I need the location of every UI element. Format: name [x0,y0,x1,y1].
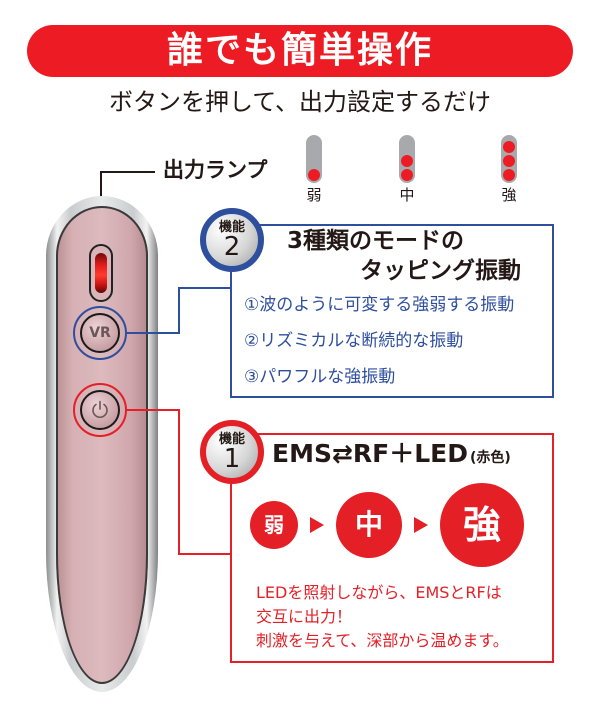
level-step-weak: 弱 [250,501,298,549]
lamp-indicator-weak [306,135,322,183]
feature2-mode-item: ③パワフルな強振動 [244,367,396,387]
power-connector-h2 [178,553,232,555]
power-highlight-ring [73,383,127,437]
output-lamp-label: 出力ランプ [163,158,268,182]
lamp-indicator-medium [399,135,415,183]
lamp-dot [401,155,413,167]
power-icon [92,400,108,418]
feature2-box [230,224,554,398]
arrow-right-icon [414,517,428,533]
feature1-title-sub: (赤色) [470,450,511,466]
feature2-badge-number: 2 [223,231,241,262]
feature1-description-line: 交互に出力！ [256,607,353,626]
lamp-dot [503,155,515,167]
device-lamp-light [95,253,107,293]
feature1-badge-label: 機能 [218,431,245,447]
vr-connector-h1 [127,332,180,334]
lamp-label-medium: 中 [399,186,415,204]
lamp-dot [401,169,413,181]
lamp-dot [503,169,515,181]
lamp-dot [308,169,320,181]
lamp-indicator-strong [501,135,517,183]
arrow-right-icon [310,517,324,533]
subtitle: ボタンを押して、出力設定するだけ [108,88,492,116]
feature1-description-line: LEDを照射しながら、EMSとRFは [256,583,502,602]
feature2-badge: 機能 2 [200,208,264,272]
lamp-leader-line-h [100,171,155,173]
banner-title: 誰でも簡単操作 [166,30,433,71]
vr-connector-v [178,287,180,334]
feature1-description-line: 刺激を与えて、深部から温めます。 [256,631,509,650]
vr-connector-h2 [178,287,232,289]
feature2-mode-item: ②リズミカルな断続的な振動 [244,331,464,351]
power-button[interactable] [80,390,120,430]
feature1-badge-number: 1 [223,443,241,474]
power-connector-h1 [127,409,180,411]
feature1-title-main: EMS⇄RF＋LED [272,439,468,468]
lamp-dot [503,141,515,153]
power-connector-v [178,409,180,555]
feature2-badge-label: 機能 [218,219,245,235]
vr-button[interactable]: VR [80,313,120,353]
feature2-title-line2: タッピング振動 [360,258,521,284]
title-banner: 誰でも簡単操作 [27,25,573,77]
level-step-strong: 強 [440,483,524,567]
lamp-label-strong: 強 [501,186,517,204]
feature1-badge: 機能 1 [200,420,264,484]
level-step-medium: 中 [336,492,402,558]
feature1-title: EMS⇄RF＋LED (赤色) [272,441,511,466]
vr-button-label: VR [89,325,111,341]
feature2-title-line1: 3種類のモードの [287,228,465,254]
vr-highlight-ring [73,306,127,360]
lamp-label-weak: 弱 [306,186,322,204]
feature2-mode-item: ①波のように可変する強弱する振動 [244,295,515,315]
feature1-description: LEDを照射しながら、EMSとRFは 交互に出力！ 刺激を与えて、深部から温めま… [256,581,509,653]
